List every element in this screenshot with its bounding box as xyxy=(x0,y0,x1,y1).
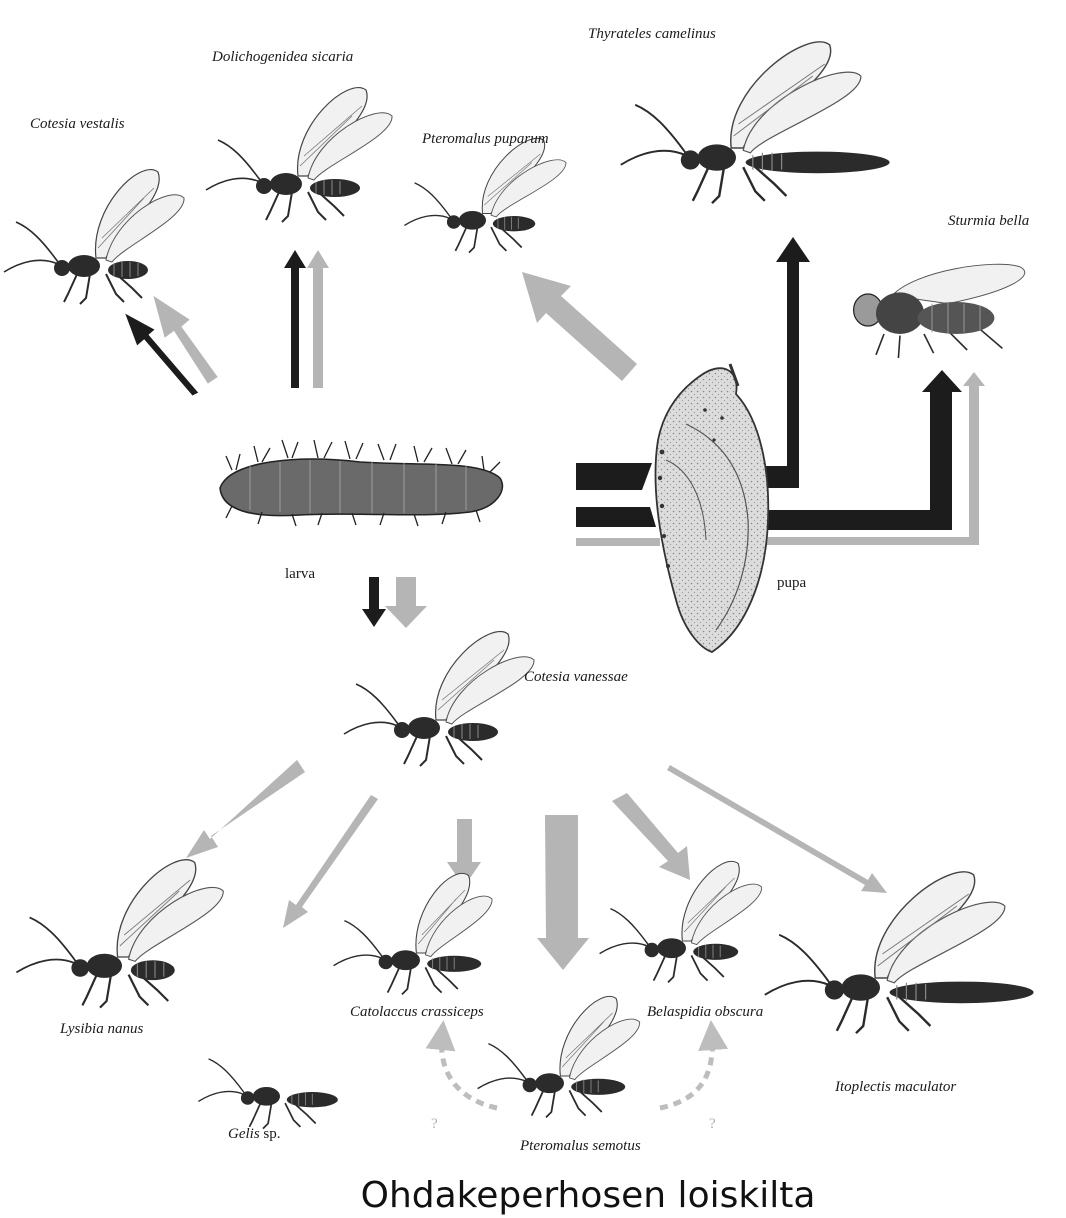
wasp-icon xyxy=(16,860,223,1008)
label-pupa: pupa xyxy=(777,575,807,591)
uncertain-mark-right: ? xyxy=(709,1116,716,1132)
insect-pteromalus-puparum xyxy=(404,138,566,252)
insect-itoplectis-maculator xyxy=(765,872,1034,1033)
dashed-arrow-to-catolaccus xyxy=(442,1035,497,1108)
figure-caption: Ohdakeperhosen loiskilta xyxy=(361,1175,816,1216)
arrow-pupa-to-pteromalus-puparum xyxy=(522,272,637,381)
label-dolichogenidea-sicaria: Dolichogenidea sicaria xyxy=(211,49,353,65)
wasp-icon xyxy=(206,88,392,222)
insect-catolaccus-crassiceps xyxy=(334,873,492,994)
insect-cotesia-vestalis xyxy=(4,170,184,304)
label-cotesia-vestalis: Cotesia vestalis xyxy=(30,116,125,132)
pupa-feed-grey xyxy=(576,538,660,546)
insect-thyrateles-camelinus xyxy=(621,42,890,203)
label-sturmia-bella: Sturmia bella xyxy=(948,213,1029,229)
insect-gelis-sp xyxy=(198,1059,337,1129)
arrow-cotesia-to-belaspidia xyxy=(612,793,690,880)
label-pteromalus-puparum: Pteromalus puparum xyxy=(421,131,549,147)
label-gelis-sp: Gelis sp. xyxy=(228,1126,281,1142)
label-itoplectis-maculator: Itoplectis maculator xyxy=(834,1079,956,1095)
arrow-cotesia-to-lysibia xyxy=(186,760,305,858)
wasp-icon xyxy=(765,872,1034,1033)
arrow-pupa-to-thyrateles xyxy=(757,237,810,488)
uncertain-mark-left: ? xyxy=(431,1116,438,1132)
arrow-cotesia-to-pteromalus-semotus xyxy=(537,815,589,970)
wasp-icon xyxy=(478,996,640,1117)
arrow-larva-to-cotesia-vanessae-grey xyxy=(385,577,427,628)
arrow-larva-to-cotesia-vestalis-black xyxy=(129,318,195,393)
pupa-illustration xyxy=(655,364,768,652)
label-cotesia-vanessae: Cotesia vanessae xyxy=(524,669,628,685)
wasp-icon xyxy=(404,138,566,252)
wasp-icon xyxy=(344,632,534,766)
insect-dolichogenidea-sicaria xyxy=(206,88,392,222)
label-belaspidia-obscura: Belaspidia obscura xyxy=(647,1004,763,1020)
insect-pteromalus-semotus xyxy=(478,996,640,1117)
arrow-cotesia-to-itoplectis xyxy=(667,765,887,893)
wasp-icon xyxy=(4,170,184,304)
insect-cotesia-vanessae xyxy=(344,632,534,766)
label-larva: larva xyxy=(285,566,315,582)
caterpillar-icon xyxy=(220,440,502,526)
larva-illustration xyxy=(220,440,502,526)
wasp-icon xyxy=(621,42,890,203)
label-lysibia-nanus: Lysibia nanus xyxy=(59,1021,143,1037)
arrow-larva-to-cotesia-vestalis-grey xyxy=(160,305,212,378)
arrow-larva-to-dolichogenidea-black xyxy=(284,250,306,388)
dashed-arrow-to-belaspidia xyxy=(660,1035,712,1108)
pupa-feed-black-upper xyxy=(576,463,652,490)
fly-icon xyxy=(854,264,1025,358)
label-thyrateles-camelinus: Thyrateles camelinus xyxy=(588,26,716,42)
wasp-icon xyxy=(600,861,762,982)
arrow-larva-to-dolichogenidea-grey xyxy=(307,250,329,388)
insect-lysibia-nanus xyxy=(16,860,223,1008)
label-pteromalus-semotus: Pteromalus semotus xyxy=(519,1138,641,1154)
chrysalis-icon xyxy=(655,364,768,652)
insect-belaspidia-obscura xyxy=(600,861,762,982)
arrow-cotesia-to-gelis xyxy=(283,795,378,928)
insects xyxy=(4,42,1034,1129)
insect-sturmia-bella xyxy=(854,264,1025,358)
label-catolaccus-crassiceps: Catolaccus crassiceps xyxy=(350,1004,484,1020)
wasp-icon xyxy=(198,1059,337,1129)
wasp-icon xyxy=(334,873,492,994)
arrow-larva-to-cotesia-vanessae-black xyxy=(362,577,386,627)
pupa-feed-black-lower xyxy=(576,507,656,527)
